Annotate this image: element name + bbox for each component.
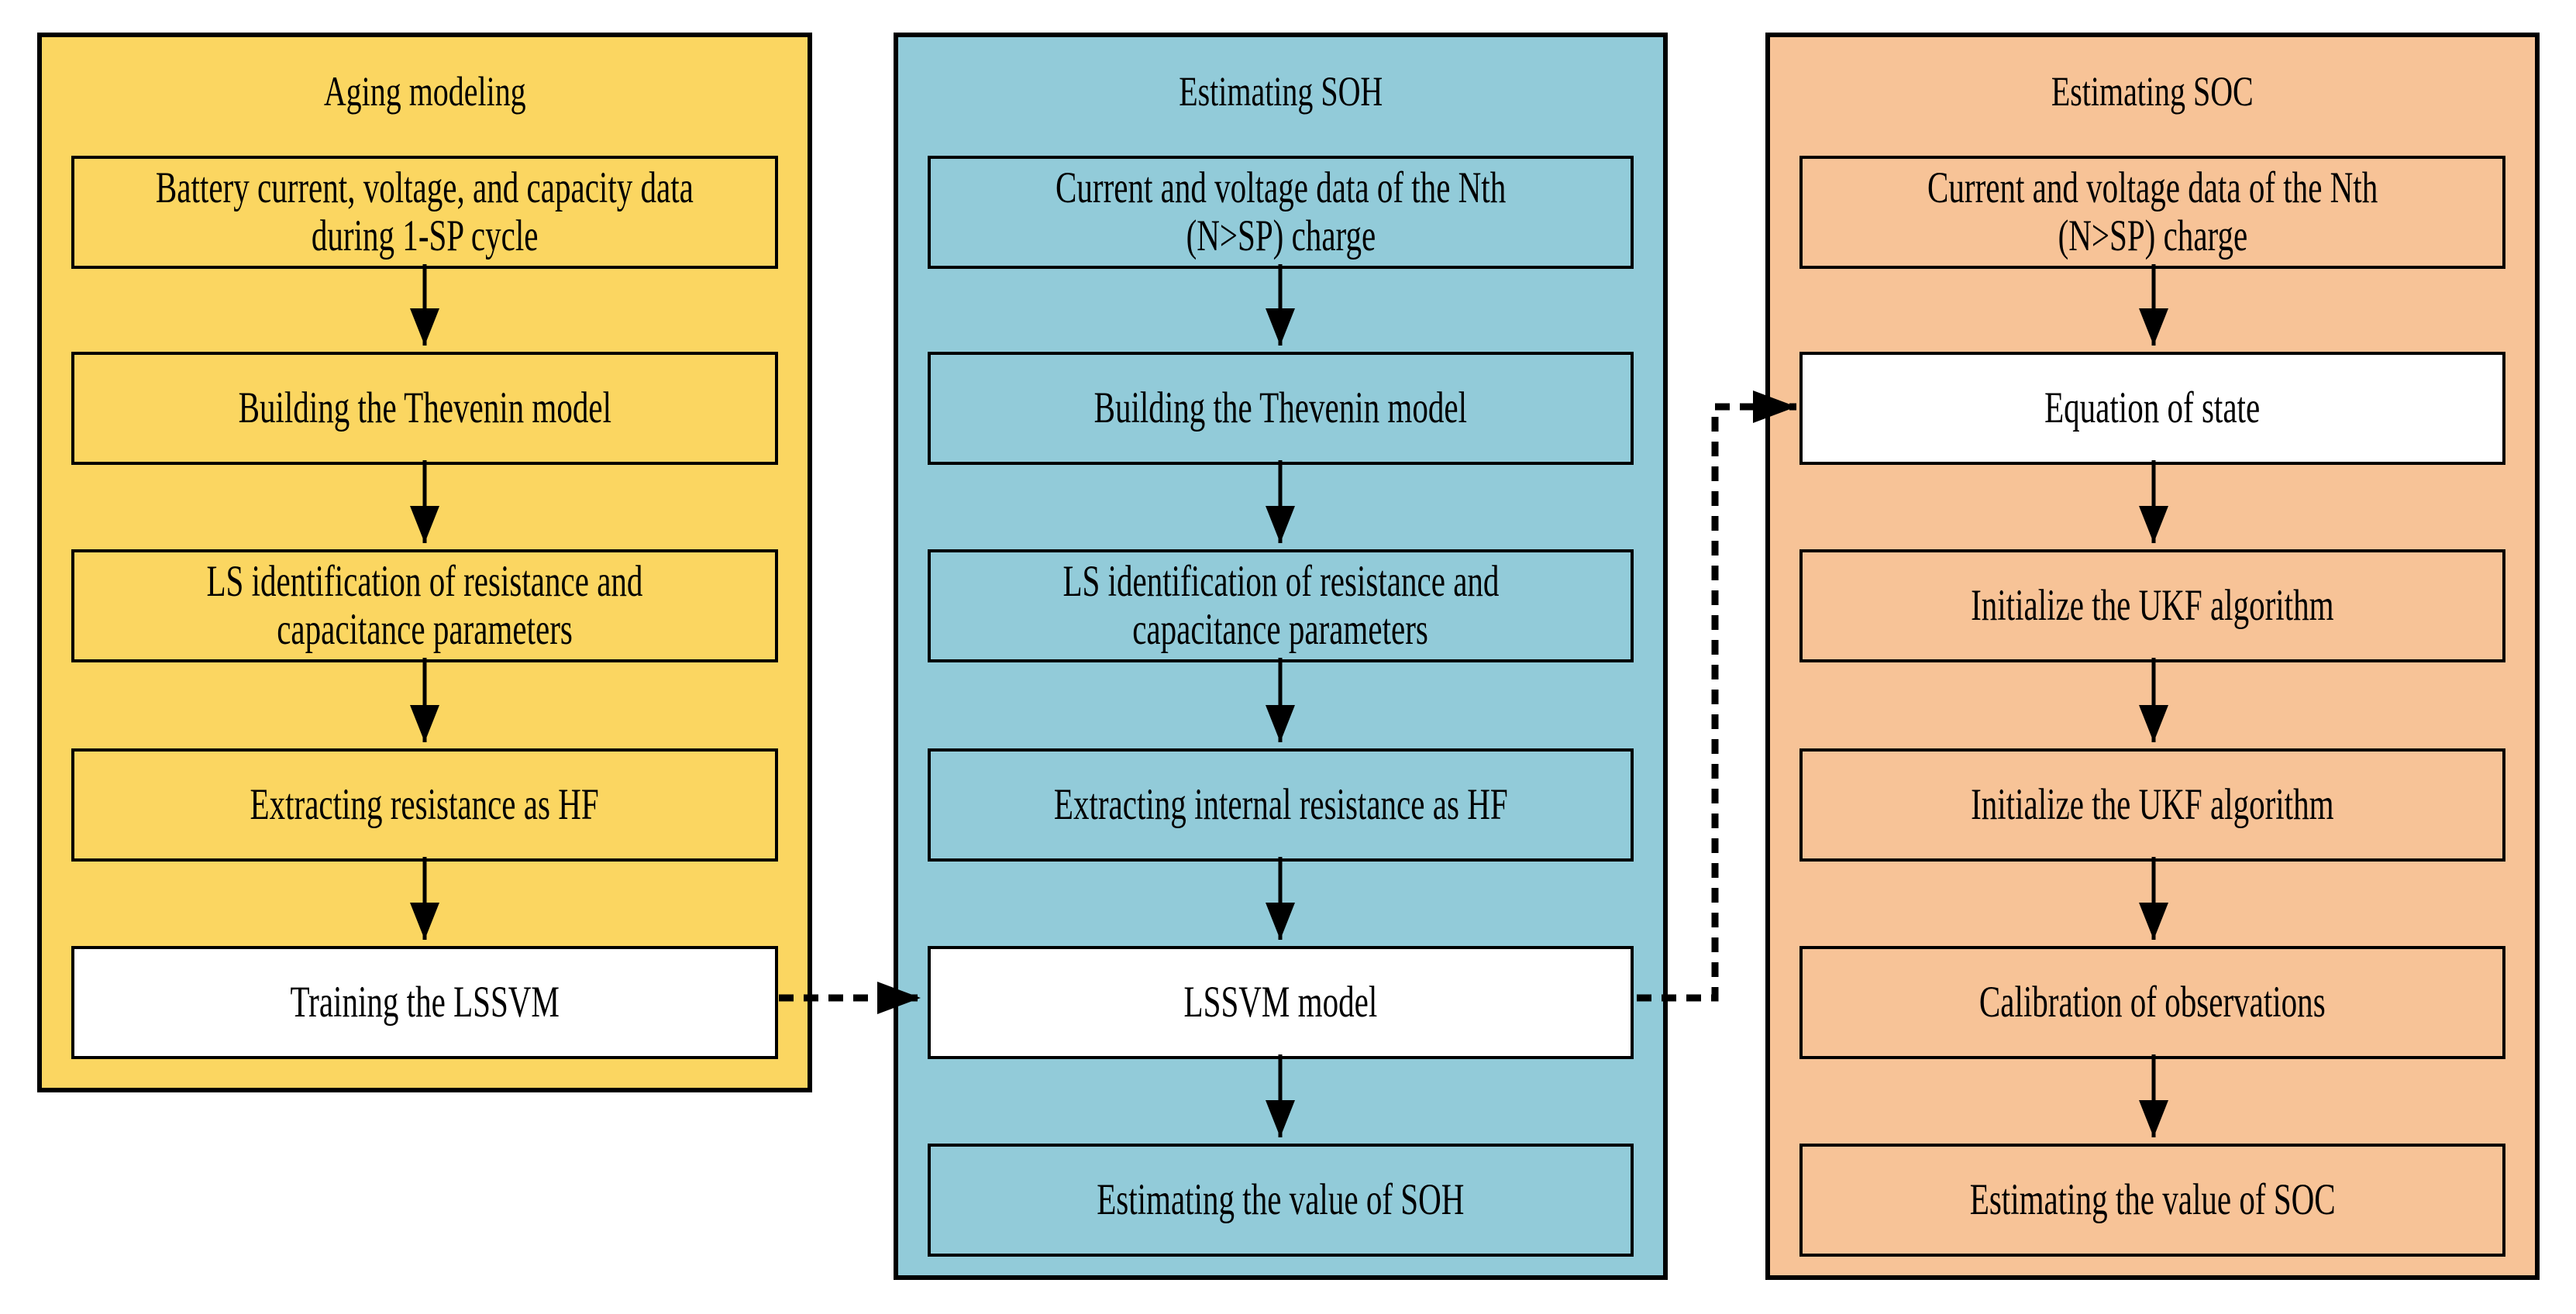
box-line: Estimating the value of SOC [1969,1175,2336,1224]
panel-title-text: Estimating SOH [1178,68,1383,115]
box-ls-identification-aging: LS identification of resistance and capa… [71,549,778,662]
box-line: Battery current, voltage, and capacity d… [156,163,694,212]
panel-estimating-soh: Estimating SOH Current and voltage data … [894,33,1668,1280]
box-estimating-value-soh: Estimating the value of SOH [928,1144,1634,1257]
box-lssvm-model: LSSVM model [928,946,1634,1059]
box-line: (N>SP) charge [1186,212,1376,260]
box-line: LS identification of resistance and [206,557,643,606]
box-building-thevenin-model-aging: Building the Thevenin model [71,352,778,465]
panel-title-estimating-soc: Estimating SOC [1770,68,2535,115]
box-line: Initialize the UKF algorithm [1971,581,2334,630]
box-line: capacitance parameters [1132,605,1429,654]
box-line: Current and voltage data of the Nth [1055,163,1507,212]
box-line: Extracting resistance as HF [250,780,600,829]
box-line: Extracting internal resistance as HF [1053,780,1508,829]
panel-title-text: Aging modeling [323,68,526,115]
panel-aging-modeling: Aging modeling Battery current, voltage,… [37,33,812,1092]
box-training-lssvm: Training the LSSVM [71,946,778,1059]
box-current-voltage-data-soc: Current and voltage data of the Nth (N>S… [1799,156,2505,269]
box-ls-identification-soh: LS identification of resistance and capa… [928,549,1634,662]
box-line: during 1-SP cycle [311,212,539,260]
box-line: (N>SP) charge [2058,212,2247,260]
box-line: Training the LSSVM [290,978,560,1027]
box-line: Estimating the value of SOH [1097,1175,1465,1224]
box-line: Initialize the UKF algorithm [1971,780,2334,829]
panel-title-text: Estimating SOC [2051,68,2254,115]
box-calibration-observations: Calibration of observations [1799,946,2505,1059]
box-line: Equation of state [2044,384,2261,432]
box-initialize-ukf-2: Initialize the UKF algorithm [1799,748,2505,862]
box-line: Building the Thevenin model [238,384,611,432]
box-estimating-value-soc: Estimating the value of SOC [1799,1144,2505,1257]
box-line: Current and voltage data of the Nth [1927,163,2378,212]
panel-estimating-soc: Estimating SOC Current and voltage data … [1765,33,2540,1280]
box-initialize-ukf-1: Initialize the UKF algorithm [1799,549,2505,662]
box-equation-of-state: Equation of state [1799,352,2505,465]
box-line: capacitance parameters [277,605,573,654]
box-extracting-internal-resistance-hf: Extracting internal resistance as HF [928,748,1634,862]
box-extracting-resistance-hf: Extracting resistance as HF [71,748,778,862]
box-battery-data: Battery current, voltage, and capacity d… [71,156,778,269]
panel-title-aging-modeling: Aging modeling [42,68,808,115]
box-line: LS identification of resistance and [1062,557,1499,606]
box-line: Building the Thevenin model [1093,384,1468,432]
box-line: LSSVM model [1183,978,1378,1027]
box-building-thevenin-model-soh: Building the Thevenin model [928,352,1634,465]
box-current-voltage-data-soh: Current and voltage data of the Nth (N>S… [928,156,1634,269]
box-line: Calibration of observations [1979,978,2326,1027]
panel-title-estimating-soh: Estimating SOH [898,68,1663,115]
